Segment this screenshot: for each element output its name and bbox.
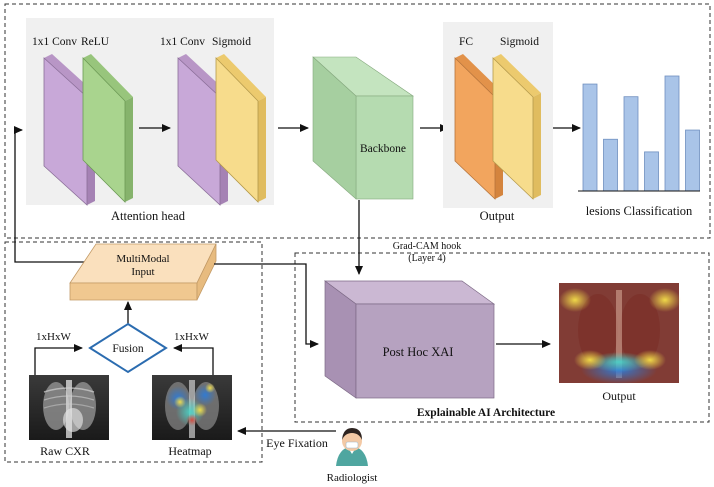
sigmoid-layer xyxy=(215,54,266,203)
lesion-bar xyxy=(685,129,700,192)
xai-section-border xyxy=(294,252,710,423)
fusion-node: Fusion xyxy=(88,322,168,374)
raw-cxr-label: Raw CXR xyxy=(40,444,90,458)
heatmap-image: Heatmap xyxy=(152,375,232,458)
raw-cxr-image: Raw CXR xyxy=(29,375,109,458)
fc-label: FC xyxy=(459,36,473,48)
arrow-multimodal-to-xai xyxy=(214,263,319,348)
heatmap-label: Heatmap xyxy=(168,444,211,458)
radiologist-icon xyxy=(336,428,368,466)
xai-output-image: Output xyxy=(559,283,681,403)
attention-head-caption: Attention head xyxy=(111,209,186,223)
post-hoc-xai-label: Post Hoc XAI xyxy=(383,345,454,359)
backbone-label: Backbone xyxy=(360,143,406,155)
arrow-raw-to-fusion xyxy=(34,344,83,375)
fc-layer xyxy=(454,54,503,200)
fusion-right-dim: 1xHxW xyxy=(174,331,209,343)
arrow-heatmap-to-fusion xyxy=(173,344,214,375)
sigmoid-label: Sigmoid xyxy=(212,36,251,48)
eye-fixation-label: Eye Fixation xyxy=(266,436,328,450)
xai-output-label: Output xyxy=(602,389,636,403)
input-section-border xyxy=(4,241,263,463)
lesion-bar xyxy=(603,138,618,192)
output-sigmoid-layer xyxy=(492,54,541,200)
post-hoc-xai-block: Post Hoc XAI xyxy=(323,280,496,399)
lesion-bar xyxy=(644,151,659,192)
backbone-block: Backbone xyxy=(312,56,414,200)
output-caption: Output xyxy=(480,209,515,223)
lesions-chart: lesions Classification xyxy=(578,75,700,218)
conv-layer-2 xyxy=(177,54,228,206)
lesion-bars xyxy=(582,75,700,192)
conv2-label: 1x1 Conv xyxy=(160,36,205,48)
relu-label: ReLU xyxy=(81,36,110,48)
attention-head: 1x1 Conv ReLU 1x1 Conv Sigmoid Attention… xyxy=(26,18,274,223)
lesions-caption: lesions Classification xyxy=(586,204,693,218)
relu-layer xyxy=(82,54,133,203)
fusion-label: Fusion xyxy=(112,343,144,355)
conv1-label: 1x1 Conv xyxy=(32,36,77,48)
top-section-border xyxy=(4,3,711,239)
radiologist-label: Radiologist xyxy=(327,472,378,484)
output-sigmoid-label: Sigmoid xyxy=(500,36,539,48)
xai-section-title: Explainable AI Architecture xyxy=(417,407,555,419)
gradcam-hook-label: Grad-CAM hook xyxy=(393,241,462,252)
feedback-line xyxy=(14,126,96,263)
lesion-bar xyxy=(582,83,598,192)
multimodal-input-block: MultiModal Input xyxy=(69,243,217,301)
multimodal-line2: Input xyxy=(131,266,154,278)
fusion-left-dim: 1xHxW xyxy=(36,331,71,343)
lesion-bar xyxy=(623,96,639,192)
output-block: FC Sigmoid Output xyxy=(443,22,553,223)
gradcam-layer-label: (Layer 4) xyxy=(408,253,445,264)
lesion-bar xyxy=(664,75,680,192)
multimodal-line1: MultiModal xyxy=(116,253,169,265)
